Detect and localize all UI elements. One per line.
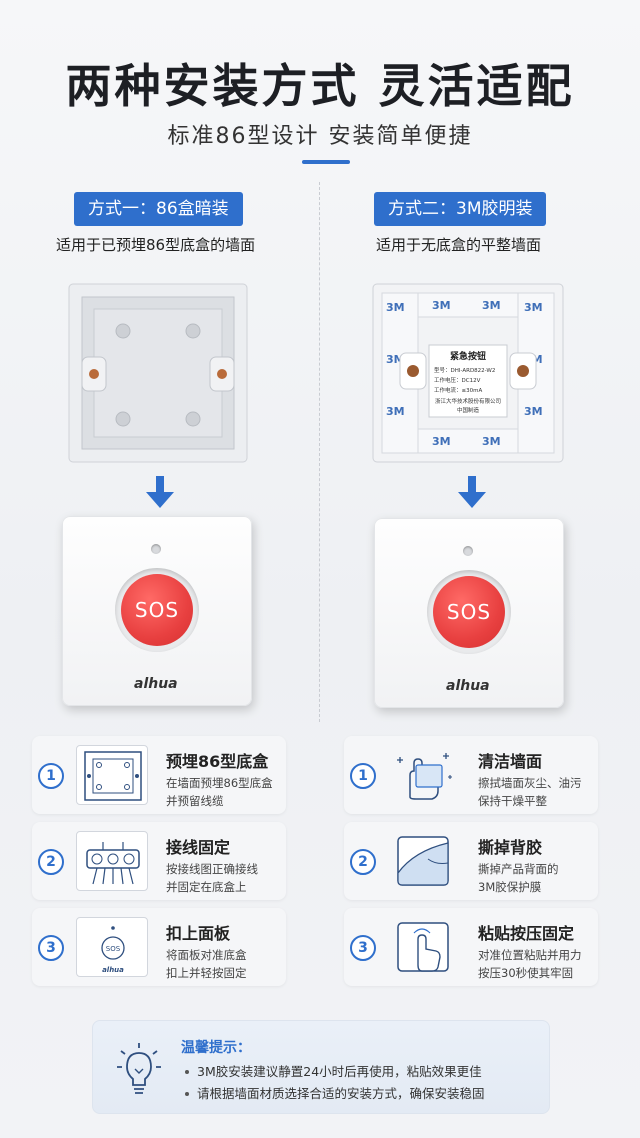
- column-divider: [319, 182, 320, 722]
- wiring-terminal-icon: [76, 831, 148, 891]
- step-number: 2: [350, 849, 376, 875]
- step-desc: 按接线图正确接线 并固定在底盒上: [166, 862, 258, 894]
- step-desc: 将面板对准底盒 扣上并轻按固定: [166, 948, 247, 980]
- led-indicator: [463, 546, 473, 556]
- sos-button[interactable]: SOS: [121, 574, 193, 646]
- step-title: 撕掉背胶: [478, 838, 543, 857]
- step-card-method2-3: 3 粘贴按压固定 对准位置粘贴并用力 按压30秒使其牢固: [344, 908, 598, 986]
- svg-text:3M: 3M: [386, 301, 405, 314]
- tips-list: 3M胶安装建议静置24小时后再使用，粘贴效果更佳 请根据墙面材质选择合适的安装方…: [185, 1061, 485, 1105]
- led-indicator: [151, 544, 161, 554]
- method-1-tag: 方式一：86盒暗装: [74, 192, 243, 226]
- sticker-maker: 浙江大华技术股份有限公司: [435, 397, 501, 405]
- step-number: 3: [350, 935, 376, 961]
- sos-device-left: SOS alhua: [62, 516, 252, 706]
- svg-text:3M: 3M: [386, 405, 405, 418]
- sticker-current: 工作电流：≤30mA: [434, 386, 482, 394]
- panel-icon: SOS alhua: [76, 917, 148, 977]
- step-card-method1-2: 2 接线固定 按接线图正确接线 并固定在底盒上: [32, 822, 286, 900]
- svg-text:3M: 3M: [482, 435, 501, 448]
- step-desc: 对准位置粘贴并用力 按压30秒使其牢固: [478, 948, 582, 980]
- step-title: 清洁墙面: [478, 752, 543, 771]
- step-number: 1: [350, 763, 376, 789]
- back-box-86-image: [68, 283, 248, 463]
- mini-sos-label: SOS: [106, 945, 121, 953]
- step-desc: 撕掉产品背面的 3M胶保护膜: [478, 862, 559, 894]
- sticker-origin: 中国制造: [457, 406, 480, 414]
- sos-button[interactable]: SOS: [433, 576, 505, 648]
- press-finger-icon: [388, 917, 460, 977]
- peel-film-icon: [388, 831, 460, 891]
- method-1-desc: 适用于已预埋86型底盒的墙面: [56, 236, 256, 254]
- svg-text:3M: 3M: [524, 405, 543, 418]
- step-title: 预埋86型底盒: [166, 752, 269, 771]
- method-2-tag: 方式二：3M胶明装: [374, 192, 547, 226]
- tips-title: 温馨提示：: [181, 1040, 251, 1056]
- step-card-method2-2: 2 撕掉背胶 撕掉产品背面的 3M胶保护膜: [344, 822, 598, 900]
- svg-text:3M: 3M: [432, 435, 451, 448]
- mini-logo: alhua: [102, 966, 124, 974]
- brand-logo: alhua: [446, 678, 490, 694]
- step-title: 扣上面板: [166, 924, 231, 943]
- step-desc: 在墙面预埋86型底盒 并预留线缆: [166, 776, 273, 808]
- brand-logo: alhua: [134, 676, 178, 692]
- sticker-voltage: 工作电压：DC12V: [434, 376, 481, 384]
- svg-text:3M: 3M: [432, 299, 451, 312]
- svg-text:3M: 3M: [524, 301, 543, 314]
- tips-panel: 温馨提示： 3M胶安装建议静置24小时后再使用，粘贴效果更佳 请根据墙面材质选择…: [92, 1020, 550, 1114]
- arrow-down-icon: [146, 476, 174, 508]
- title-underline: [302, 160, 350, 164]
- step-number: 2: [38, 849, 64, 875]
- cleaning-hand-icon: [388, 745, 460, 805]
- arrow-down-icon: [458, 476, 486, 508]
- step-card-method1-3: 3 SOS alhua 扣上面板 将面板对准底盒 扣上并轻按固定: [32, 908, 286, 986]
- back-box-icon: [76, 745, 148, 805]
- tip-item: 请根据墙面材质选择合适的安装方式，确保安装稳固: [185, 1083, 485, 1105]
- step-number: 3: [38, 935, 64, 961]
- sticker-model: 型号：DHI-ARD822-W2: [434, 366, 495, 374]
- step-number: 1: [38, 763, 64, 789]
- step-desc: 擦拭墙面灰尘、油污 保持干燥平整: [478, 776, 582, 808]
- tip-item: 3M胶安装建议静置24小时后再使用，粘贴效果更佳: [185, 1061, 485, 1083]
- step-title: 粘贴按压固定: [478, 924, 575, 943]
- step-card-method2-1: 1 清洁墙面 擦拭墙面灰尘、油污 保持干燥平整: [344, 736, 598, 814]
- step-title: 接线固定: [166, 838, 231, 857]
- sos-device-right: SOS alhua: [374, 518, 564, 708]
- lightbulb-icon: [117, 1043, 161, 1094]
- method-2-desc: 适用于无底盒的平整墙面: [376, 236, 542, 254]
- step-card-method1-1: 1 预埋86型底盒 在墙面预埋86型底盒 并预留线缆: [32, 736, 286, 814]
- page-title: 两种安装方式 灵活适配: [65, 59, 575, 113]
- sticker-title: 紧急按钮: [450, 350, 486, 362]
- svg-text:3M: 3M: [482, 299, 501, 312]
- page-subtitle: 标准86型设计 安装简单便捷: [167, 124, 473, 149]
